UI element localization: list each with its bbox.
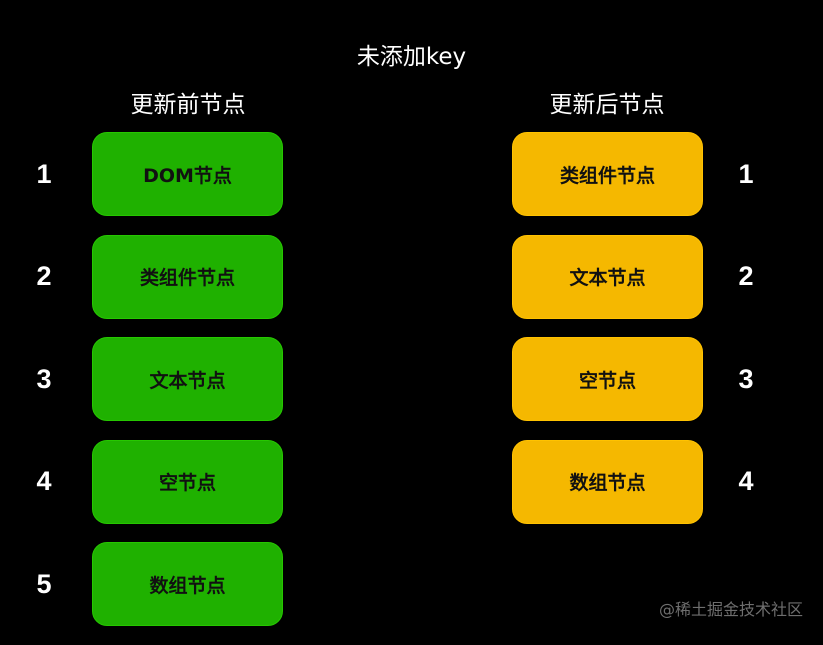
after-index: 1 [738,158,754,189]
after-index: 2 [738,261,754,291]
before-index: 2 [36,261,52,291]
after-index: 4 [738,466,754,496]
before-column-heading: 更新前节点 [130,92,246,118]
after-node: 文本节点 [512,234,703,319]
before-index: 4 [36,466,52,496]
before-index: 1 [36,158,52,189]
before-node: 数组节点 [92,542,283,626]
before-node-list: DOM节点 类组件节点 文本节点 空节点 数组节点 [92,132,283,645]
before-index-list: 1 2 3 4 5 [20,132,68,645]
after-node-list: 类组件节点 文本节点 空节点 数组节点 [512,132,703,542]
after-node: 数组节点 [512,439,703,524]
before-node: DOM节点 [92,132,283,216]
before-index: 5 [36,568,52,599]
after-index: 3 [738,363,754,394]
after-index-list: 1 2 3 4 [722,132,770,542]
diagram-title: 未添加key [356,44,467,70]
after-node: 空节点 [512,337,703,421]
before-node: 文本节点 [92,337,283,421]
before-node: 类组件节点 [92,234,283,319]
before-index: 3 [36,363,52,394]
after-column-heading: 更新后节点 [549,92,665,118]
before-node: 空节点 [92,439,283,524]
watermark: @稀土掘金技术社区 [658,600,803,619]
after-node: 类组件节点 [512,132,703,216]
